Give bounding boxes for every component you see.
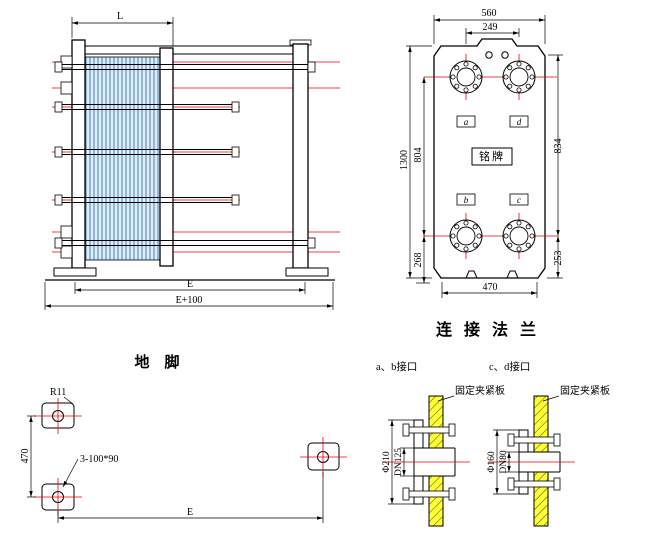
dim-470-front-label: 470 bbox=[483, 282, 498, 293]
clamp-label-right: 固定夹紧板 bbox=[560, 384, 610, 397]
clamp-leader-right bbox=[542, 395, 560, 402]
dim-560-label: 560 bbox=[482, 8, 497, 19]
dim-dn-left-label: DN125 bbox=[394, 448, 404, 476]
nameplate-box bbox=[471, 147, 513, 166]
flange-detail-right: c、d接口 Φ160 DN80 bbox=[487, 360, 610, 527]
foundation-view: R11 470 3-100*90 E bbox=[20, 387, 347, 523]
front-plate-outline bbox=[433, 38, 546, 279]
flange-detail-left: a、b接口 Φ210 DN125 bbox=[376, 360, 505, 527]
dim-od-right: Φ160 bbox=[487, 429, 519, 495]
lifting-hole-right bbox=[501, 51, 509, 59]
lifting-hole-left bbox=[485, 51, 493, 59]
dim-1300: 1300 bbox=[399, 45, 432, 279]
port-c-label: c bbox=[517, 195, 521, 205]
dim-268: 268 bbox=[413, 236, 430, 284]
dim-dn-right-label: DN80 bbox=[499, 450, 509, 473]
dim-L: L bbox=[71, 11, 174, 46]
dim-E100-label: E+100 bbox=[176, 295, 203, 306]
movable-plate bbox=[159, 47, 174, 267]
tie-rods bbox=[54, 61, 316, 249]
front-view: a d b c 铭牌 560 249 13 bbox=[399, 8, 564, 298]
dim-od-left-label: Φ210 bbox=[382, 451, 392, 472]
plate-pack bbox=[84, 56, 161, 261]
dim-804: 804 bbox=[413, 77, 426, 236]
holes-leader bbox=[62, 458, 79, 488]
dim-E-foundation-label: E bbox=[187, 507, 193, 518]
dim-L-label: L bbox=[117, 11, 123, 22]
dim-od-left: Φ210 bbox=[382, 419, 414, 505]
detail-cd-title: c、d接口 bbox=[489, 360, 530, 373]
clamp-leader-left bbox=[437, 395, 455, 402]
dim-804-label: 804 bbox=[413, 148, 424, 163]
title-connection-flange: 连 接 法 兰 bbox=[436, 320, 540, 339]
dim-E-foundation: E bbox=[57, 472, 324, 523]
dim-dn-left: DN125 bbox=[394, 447, 414, 477]
dim-253: 253 bbox=[547, 236, 564, 279]
dim-253-label: 253 bbox=[553, 251, 564, 266]
base-feet bbox=[45, 267, 335, 281]
dim-1300-label: 1300 bbox=[399, 150, 410, 170]
anchor-pad-3 bbox=[307, 442, 340, 471]
dim-249-label: 249 bbox=[483, 22, 498, 33]
dim-E-label: E bbox=[187, 279, 193, 290]
nozzle-stubs bbox=[60, 55, 73, 259]
port-a-label: a bbox=[464, 117, 469, 127]
port-flange-a bbox=[449, 60, 483, 94]
foundation-holes-label: 3-100*90 bbox=[80, 454, 118, 465]
dim-470-front: 470 bbox=[441, 282, 538, 298]
support-column bbox=[292, 43, 309, 269]
dim-od-right-label: Φ160 bbox=[487, 451, 497, 472]
dim-834-label: 834 bbox=[553, 139, 564, 154]
dim-834: 834 bbox=[548, 54, 564, 236]
nameplate-label: 铭牌 bbox=[479, 149, 505, 163]
dim-470-foundation: 470 bbox=[20, 415, 36, 498]
dim-470-foundation-label: 470 bbox=[20, 449, 31, 464]
port-b-label: b bbox=[464, 195, 469, 205]
dim-249: 249 bbox=[465, 22, 520, 44]
title-foundation: 地 脚 bbox=[134, 353, 179, 371]
port-d-label: d bbox=[517, 117, 522, 127]
foundation-r11-label: R11 bbox=[50, 387, 66, 398]
port-labels: a d b c bbox=[456, 115, 529, 206]
bolts-left bbox=[402, 423, 456, 501]
dim-dn-right: DN80 bbox=[499, 450, 519, 474]
dim-E: E bbox=[74, 279, 306, 294]
bolts-right bbox=[507, 433, 561, 491]
detail-ab-title: a、b接口 bbox=[376, 360, 417, 373]
foot-notch-right bbox=[506, 270, 519, 279]
dim-268-label: 268 bbox=[413, 253, 424, 268]
foot-notch-left bbox=[465, 270, 478, 279]
dim-560: 560 bbox=[433, 8, 546, 44]
dim-E-plus-100: E+100 bbox=[44, 282, 334, 310]
port-flange-c bbox=[502, 219, 536, 253]
clamp-label-left: 固定夹紧板 bbox=[455, 384, 505, 397]
port-flange-b bbox=[449, 219, 483, 253]
port-flange-d bbox=[502, 60, 536, 94]
side-view: L E E+100 bbox=[44, 11, 340, 310]
carrying-bar bbox=[84, 45, 294, 55]
